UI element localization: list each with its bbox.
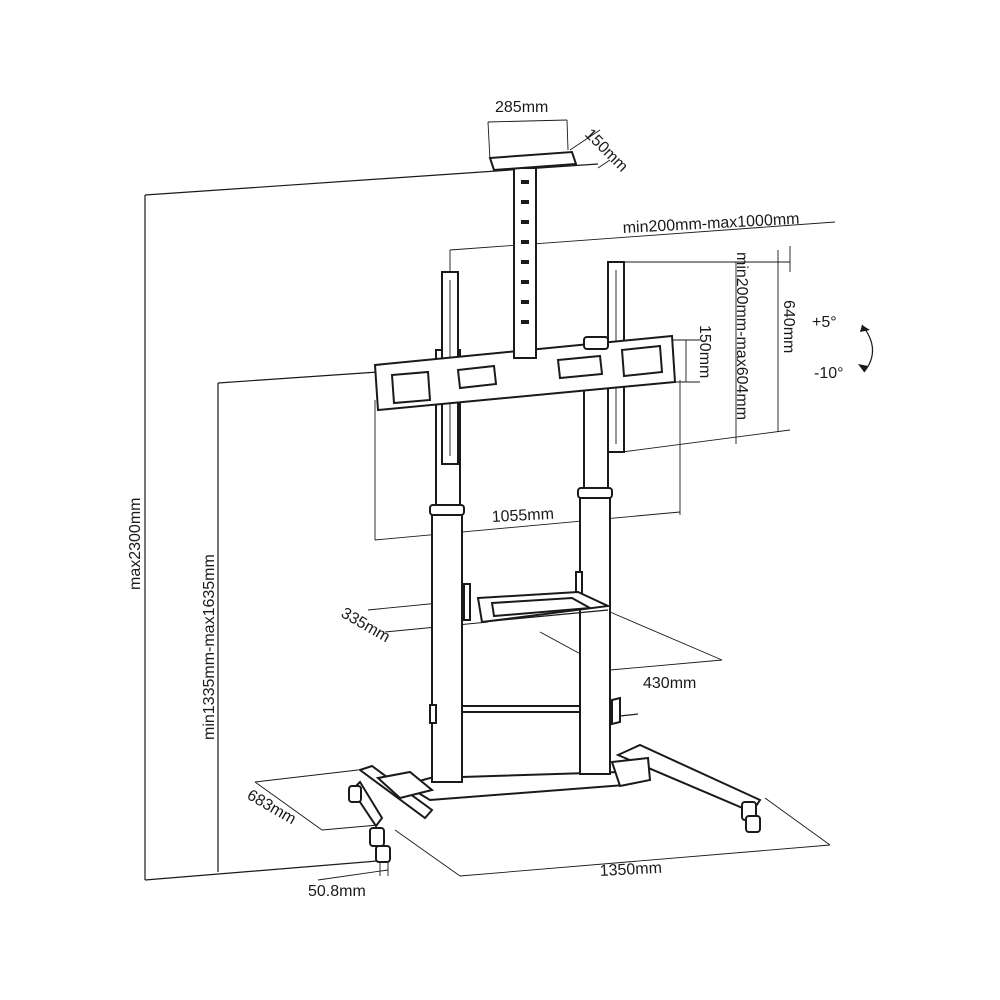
label-bracket-height: 640mm: [780, 300, 797, 353]
label-top-plate-width: 285mm: [495, 99, 548, 116]
columns: [429, 344, 639, 783]
label-center-height: min1335mm-max1635mm: [201, 554, 218, 740]
av-shelf: [463, 571, 612, 624]
base-frame: [350, 743, 762, 828]
label-shelf-width: 430mm: [643, 675, 696, 692]
label-tilt-up: +5°: [812, 314, 837, 331]
label-shelf-depth: 335mm: [338, 605, 393, 646]
label-mount-width: 1055mm: [491, 506, 554, 526]
label-vesa-vertical: min200mm-max604mm: [733, 252, 750, 420]
label-vesa-horizontal: min200mm-max1000mm: [622, 211, 800, 237]
label-base-width: 1350mm: [599, 860, 662, 880]
tv-stand: [348, 150, 874, 863]
label-top-plate-depth: 150mm: [581, 126, 631, 176]
casters: [348, 785, 761, 863]
tilt-arrowhead-top-icon: [860, 325, 870, 332]
dimension-lines: [144, 119, 836, 881]
tilt-arrow-icon: [861, 324, 874, 373]
label-overall-height: max2300mm: [127, 498, 144, 590]
label-tilt-down: -10°: [814, 365, 844, 382]
mount-plate: [373, 334, 677, 412]
label-mount-plate-height: 150mm: [696, 325, 713, 378]
tilt-arrowhead-icon: [858, 364, 868, 372]
label-tube-diameter: 50.8mm: [308, 883, 366, 900]
center-pole: [488, 150, 578, 359]
